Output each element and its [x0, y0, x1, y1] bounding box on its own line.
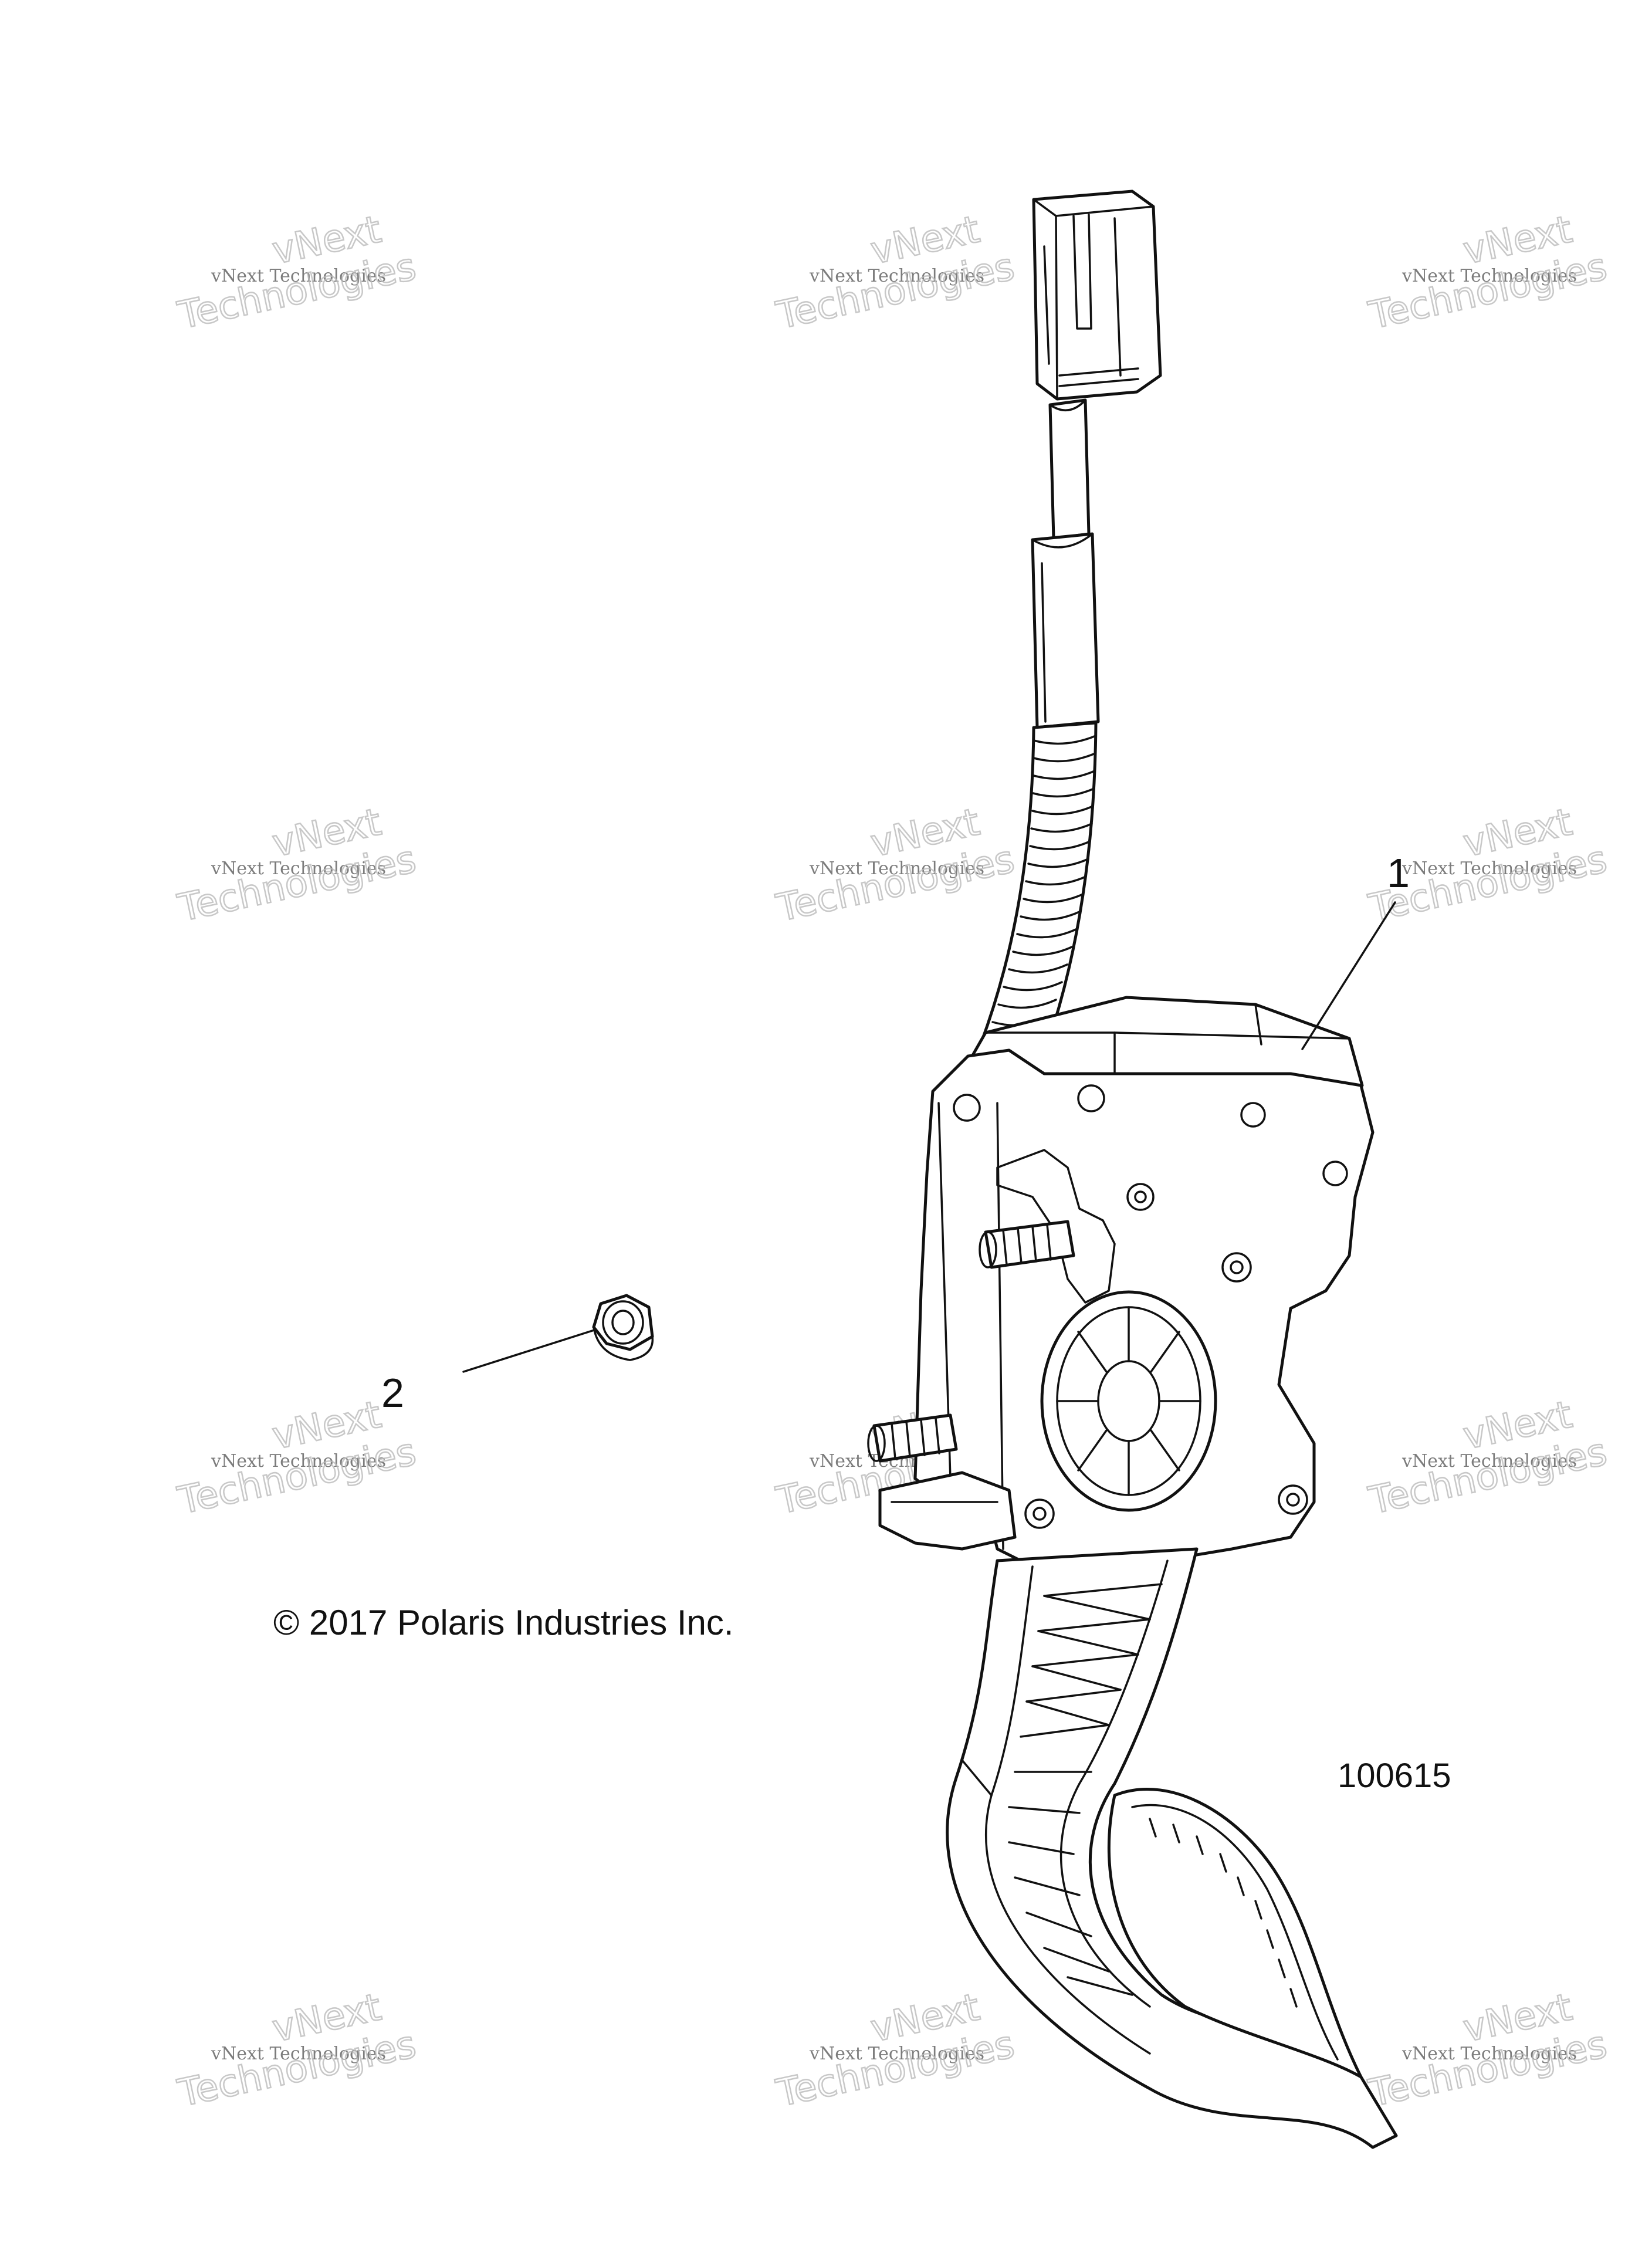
svg-text:vNext Technologies: vNext Technologies — [809, 266, 984, 286]
mounting-studs — [867, 1220, 1075, 1463]
svg-text:vNext Technologies: vNext Technologies — [1402, 1451, 1577, 1471]
watermark: vNext Technologies vNext Technologies — [772, 1985, 1019, 2116]
watermark: vNext Technologies vNext Technologies — [1365, 1985, 1612, 2116]
svg-text:vNext Technologies: vNext Technologies — [1402, 858, 1577, 879]
copyright-notice: © 2017 Polaris Industries Inc. — [273, 1603, 734, 1642]
sensor-disk — [1040, 1290, 1217, 1512]
svg-text:vNext Technologies: vNext Technologies — [211, 858, 386, 879]
watermark: vNext Technologies vNext Technologies — [174, 1985, 421, 2116]
svg-text:vNext Technologies: vNext Technologies — [1402, 2044, 1577, 2064]
figure-number: 100615 — [1338, 1757, 1451, 1795]
lower-clip — [878, 1471, 1017, 1551]
electrical-connector — [1032, 190, 1162, 401]
watermark: vNext Technologies vNext Technologies — [174, 207, 421, 339]
leader-line — [462, 1328, 597, 1373]
cable-sleeve — [1031, 398, 1100, 729]
callout-number: 1 — [1387, 850, 1410, 896]
svg-text:vNext Technologies: vNext Technologies — [809, 2044, 984, 2064]
callout-2: 2 — [381, 1328, 597, 1416]
throttle-pedal-assembly — [867, 190, 1398, 2149]
callout-1: 1 — [1301, 850, 1410, 1050]
svg-text:vNext Technologies: vNext Technologies — [211, 2044, 386, 2064]
pedal-arm — [946, 1547, 1398, 2149]
leader-line — [1301, 901, 1396, 1050]
svg-text:vNext Technologies: vNext Technologies — [809, 858, 984, 879]
watermark-grid: vNext Technologies vNext Technologies vN… — [174, 207, 1612, 2116]
watermark: vNext Technologies vNext Technologies — [772, 800, 1019, 931]
svg-text:vNext Technologies: vNext Technologies — [211, 266, 386, 286]
watermark: vNext Technologies vNext Technologies — [772, 207, 1019, 339]
svg-text:vNext Technologies: vNext Technologies — [211, 1451, 386, 1471]
watermark: vNext Technologies vNext Technologies — [1365, 207, 1612, 339]
svg-text:vNext Technologies: vNext Technologies — [1402, 266, 1577, 286]
watermark: vNext Technologies vNext Technologies — [1365, 1392, 1612, 1524]
callout-number: 2 — [381, 1370, 404, 1416]
watermark: vNext Technologies vNext Technologies — [174, 800, 421, 931]
flange-nut — [592, 1294, 654, 1361]
